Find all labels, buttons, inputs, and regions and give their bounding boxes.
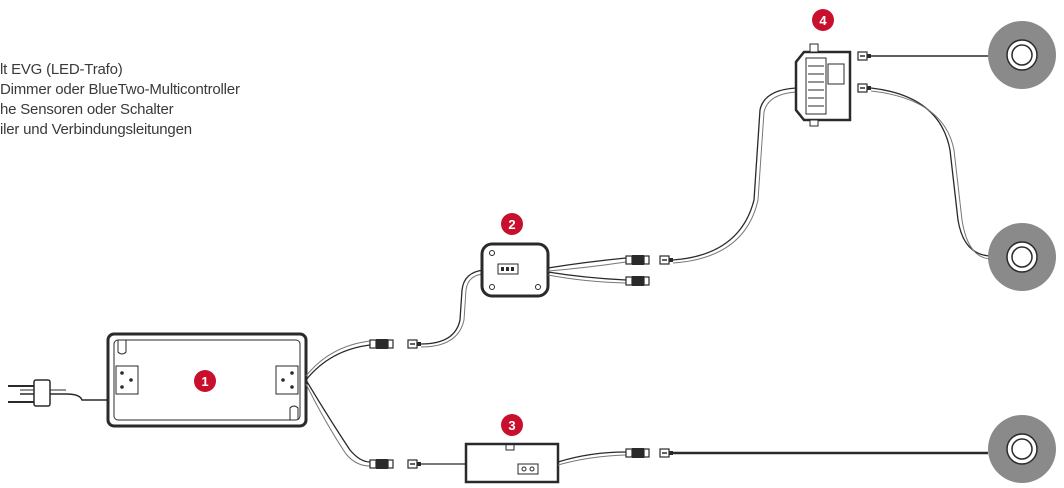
distributor-unit — [794, 43, 852, 127]
legend-item-dimmer: Dimmer oder BlueTwo-Multicontroller — [0, 81, 240, 98]
badge-transformer: 1 — [194, 370, 216, 392]
svg-text:3: 3 — [508, 418, 515, 433]
svg-text:1: 1 — [201, 374, 208, 389]
svg-text:2: 2 — [508, 217, 515, 232]
legend-item-transformer: lt EVG (LED-Trafo) — [0, 61, 123, 78]
svg-text:4: 4 — [819, 13, 827, 28]
led-spotlight-top — [987, 20, 1057, 90]
legend: lt EVG (LED-Trafo) Dimmer oder BlueTwo-M… — [0, 60, 240, 140]
badge-distributor: 4 — [812, 9, 834, 31]
legend-item-distributor: iler und Verbindungsleitungen — [0, 121, 192, 138]
led-spotlight-bottom — [987, 414, 1057, 484]
badge-switch: 3 — [501, 414, 523, 436]
led-spotlight-middle — [987, 222, 1057, 292]
badge-dimmer: 2 — [501, 213, 523, 235]
legend-item-sensors: he Sensoren oder Schalter — [0, 101, 174, 118]
dimmer-unit — [480, 242, 550, 298]
switch-unit — [464, 442, 560, 484]
mains-plug — [8, 379, 110, 407]
